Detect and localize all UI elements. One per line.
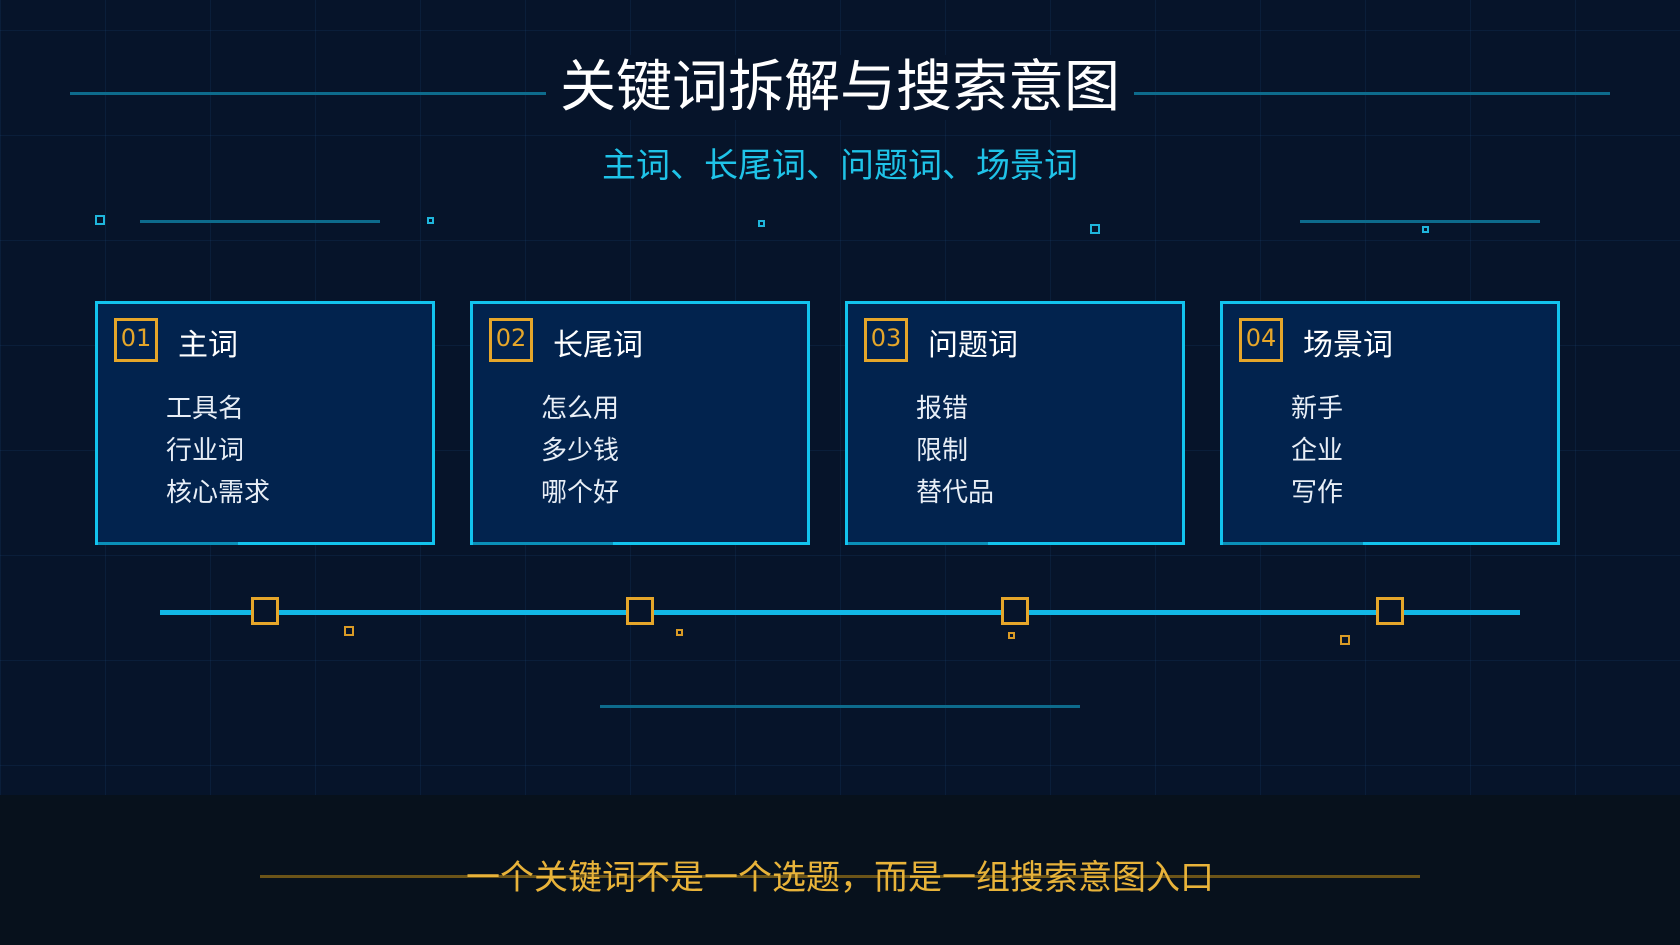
timeline-node (626, 597, 654, 625)
card-main-keyword: 01 主词 工具名 行业词 核心需求 (95, 301, 435, 545)
card-accent-line (98, 542, 238, 545)
card-item-list: 怎么用 多少钱 哪个好 (541, 388, 619, 514)
card-item-list: 报错 限制 替代品 (916, 388, 994, 514)
card-accent-line (1223, 542, 1363, 545)
card-item: 行业词 (166, 436, 245, 466)
card-number-badge: 03 (864, 318, 908, 362)
card-item: 哪个好 (541, 478, 620, 508)
deco-line-left (140, 220, 380, 223)
deco-square (344, 626, 354, 636)
card-title: 主词 (178, 328, 238, 363)
card-item: 新手 (1291, 394, 1344, 424)
deco-dot (1090, 224, 1100, 234)
timeline-node (1376, 597, 1404, 625)
card-item: 企业 (1291, 436, 1344, 466)
timeline-node (1001, 597, 1029, 625)
card-item: 报错 (916, 394, 969, 424)
deco-dot (95, 215, 105, 225)
card-title: 场景词 (1303, 328, 1393, 363)
deco-dot (1422, 226, 1429, 233)
card-item: 多少钱 (541, 436, 620, 466)
card-accent-line (473, 542, 613, 545)
footer-caption: 一个关键词不是一个选题，而是一组搜索意图入口 (466, 858, 1214, 898)
card-item: 工具名 (166, 394, 245, 424)
deco-square (1340, 635, 1350, 645)
card-title: 长尾词 (553, 328, 643, 363)
deco-dot (758, 220, 765, 227)
card-item: 替代品 (916, 478, 995, 508)
footer-band (0, 795, 1680, 945)
page-title-text: 关键词拆解与搜索意图 (546, 55, 1134, 120)
card-number-badge: 04 (1239, 318, 1283, 362)
footer-rule (260, 875, 1420, 878)
timeline-node (251, 597, 279, 625)
timeline-bar (160, 610, 1520, 615)
page-title: 关键词拆解与搜索意图 (0, 42, 1680, 123)
card-item: 写作 (1291, 478, 1344, 508)
card-item: 怎么用 (541, 394, 620, 424)
deco-line-center (600, 705, 1080, 708)
deco-line-right (1300, 220, 1540, 223)
deco-dot (427, 217, 434, 224)
deco-square (676, 629, 683, 636)
page-subtitle: 主词、长尾词、问题词、场景词 (602, 146, 1078, 186)
card-item: 限制 (916, 436, 969, 466)
card-item-list: 工具名 行业词 核心需求 (166, 388, 270, 514)
card-number-badge: 02 (489, 318, 533, 362)
card-item-list: 新手 企业 写作 (1291, 388, 1343, 514)
card-long-tail: 02 长尾词 怎么用 多少钱 哪个好 (470, 301, 810, 545)
deco-square (1008, 632, 1015, 639)
card-question: 03 问题词 报错 限制 替代品 (845, 301, 1185, 545)
card-item: 核心需求 (166, 478, 271, 508)
card-scenario: 04 场景词 新手 企业 写作 (1220, 301, 1560, 545)
card-number-badge: 01 (114, 318, 158, 362)
card-accent-line (848, 542, 988, 545)
card-title: 问题词 (928, 328, 1018, 363)
